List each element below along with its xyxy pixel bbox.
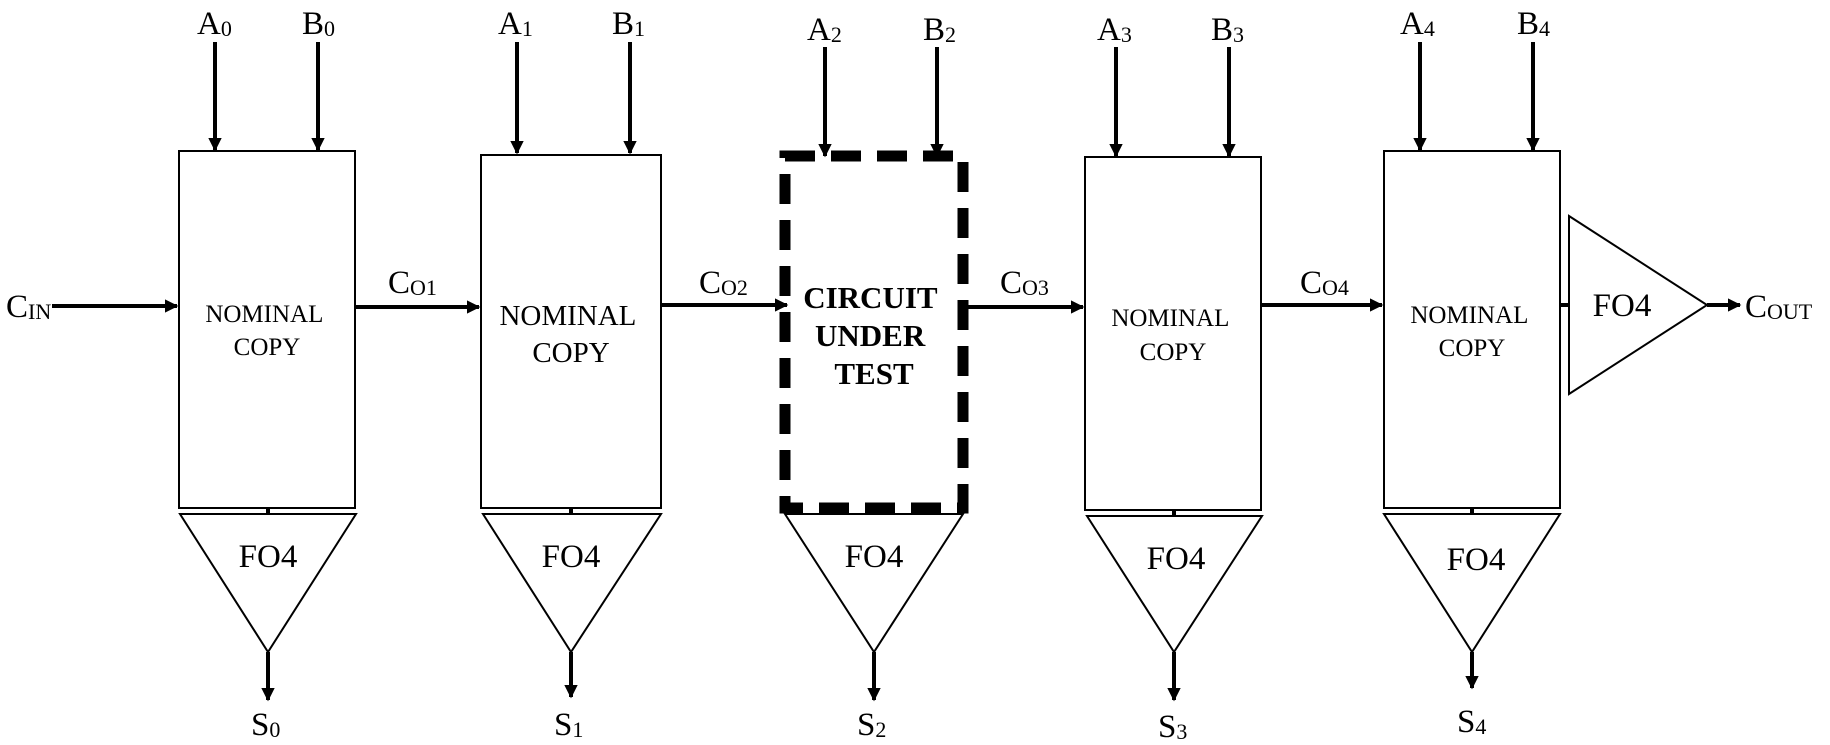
input-b1-label: B1	[612, 6, 645, 42]
sum-2-label: S2	[857, 707, 886, 743]
fo4-load-1	[481, 513, 663, 654]
nominal-copy-block-3	[1084, 156, 1262, 511]
fo4-3-label: FO4	[1147, 541, 1206, 577]
sum-0-label: S0	[251, 707, 280, 743]
input-a2-label: A2	[807, 12, 842, 48]
carry-out-4-label: CO4	[1300, 265, 1349, 301]
input-a0-label: A0	[197, 6, 232, 42]
carry-out-2-label: CO2	[699, 265, 748, 301]
input-a3-label: A3	[1097, 12, 1132, 48]
fo4-0-label: FO4	[239, 539, 298, 575]
carry-out-final-label: COUT	[1745, 289, 1813, 325]
input-b3-label: B3	[1211, 12, 1244, 48]
fo4-load-0	[178, 513, 358, 654]
fo4-load-3	[1085, 515, 1264, 654]
cout-fo4-label: FO4	[1593, 288, 1652, 324]
block-2-label: CIRCUIT UNDER TEST	[803, 280, 945, 391]
cout-fo4-buffer	[1568, 214, 1709, 396]
sum-3-label: S3	[1158, 709, 1187, 745]
input-b0-label: B0	[302, 6, 335, 42]
nominal-copy-block-1	[480, 154, 662, 509]
nominal-copy-block-4	[1383, 150, 1561, 509]
carry-out-3-label: CO3	[1000, 265, 1049, 301]
input-a4-label: A4	[1400, 6, 1435, 42]
nominal-copy-block-0	[178, 150, 356, 509]
input-b2-label: B2	[923, 12, 956, 48]
fo4-1-label: FO4	[542, 539, 601, 575]
block-3-label: NOMINAL COPY	[1111, 305, 1234, 366]
input-b4-label: B4	[1517, 6, 1550, 42]
input-a1-label: A1	[498, 6, 533, 42]
fo4-4-label: FO4	[1447, 542, 1506, 578]
block-4-label: NOMINAL COPY	[1410, 302, 1533, 362]
fo4-load-4	[1382, 513, 1562, 654]
circuit-under-test-block	[779, 150, 969, 514]
fo4-2-label: FO4	[845, 539, 904, 575]
fo4-load-2	[783, 513, 965, 654]
carry-out-1-label: CO1	[388, 265, 437, 301]
block-1-label: NOMINAL COPY	[499, 300, 642, 369]
block-0-label: NOMINAL COPY	[205, 301, 328, 361]
sum-1-label: S1	[554, 707, 583, 743]
sum-4-label: S4	[1457, 704, 1486, 740]
carry-in-label: CIN	[6, 289, 51, 325]
